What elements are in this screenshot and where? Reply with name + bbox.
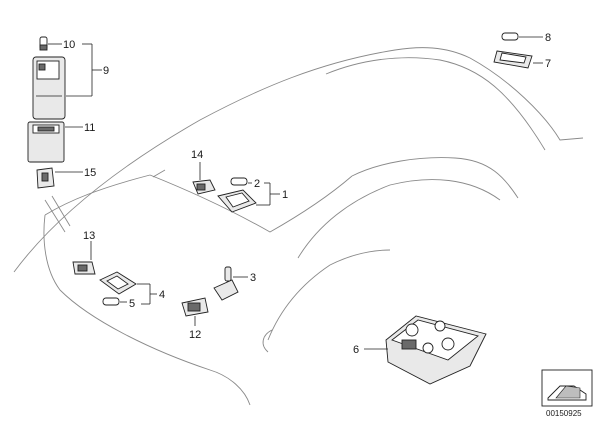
callout-6: 6 bbox=[353, 344, 359, 356]
part-connector-12 bbox=[181, 297, 209, 317]
car-outline bbox=[13, 47, 584, 406]
part-lamp-4 bbox=[99, 271, 137, 295]
callout-7: 7 bbox=[545, 58, 551, 70]
callout-13: 13 bbox=[83, 230, 95, 242]
callout-1: 1 bbox=[282, 189, 288, 201]
callout-3: 3 bbox=[250, 272, 256, 284]
part-bulb-10 bbox=[39, 36, 48, 51]
callout-12: 12 bbox=[189, 329, 201, 341]
orientation-car-icon bbox=[541, 369, 593, 407]
diagram-code: 00150925 bbox=[546, 409, 582, 418]
callout-14: 14 bbox=[191, 149, 203, 161]
callout-5: 5 bbox=[129, 298, 135, 310]
part-bulb-5 bbox=[102, 297, 120, 306]
callout-2: 2 bbox=[254, 178, 260, 190]
callout-10: 10 bbox=[63, 39, 75, 51]
leader-lines bbox=[48, 36, 543, 350]
part-bulb-8 bbox=[501, 32, 519, 41]
part-connector-14 bbox=[192, 179, 216, 195]
part-kit-box-6 bbox=[385, 315, 487, 385]
part-switch-3 bbox=[213, 266, 239, 301]
callout-15: 15 bbox=[84, 167, 96, 179]
callout-11: 11 bbox=[84, 122, 95, 134]
callout-labels: 10 9 11 15 8 7 14 2 1 13 4 5 3 12 6 bbox=[63, 32, 551, 356]
part-bracket-11 bbox=[27, 121, 65, 163]
part-bulb-2 bbox=[230, 177, 248, 186]
part-clip-15 bbox=[36, 167, 55, 189]
callout-4: 4 bbox=[159, 289, 165, 301]
part-lamp-1 bbox=[217, 189, 257, 213]
part-housing-9 bbox=[32, 56, 66, 120]
part-lamp-7 bbox=[493, 50, 533, 69]
part-connector-13 bbox=[72, 261, 96, 275]
callout-9: 9 bbox=[103, 65, 109, 77]
callout-8: 8 bbox=[545, 32, 551, 44]
